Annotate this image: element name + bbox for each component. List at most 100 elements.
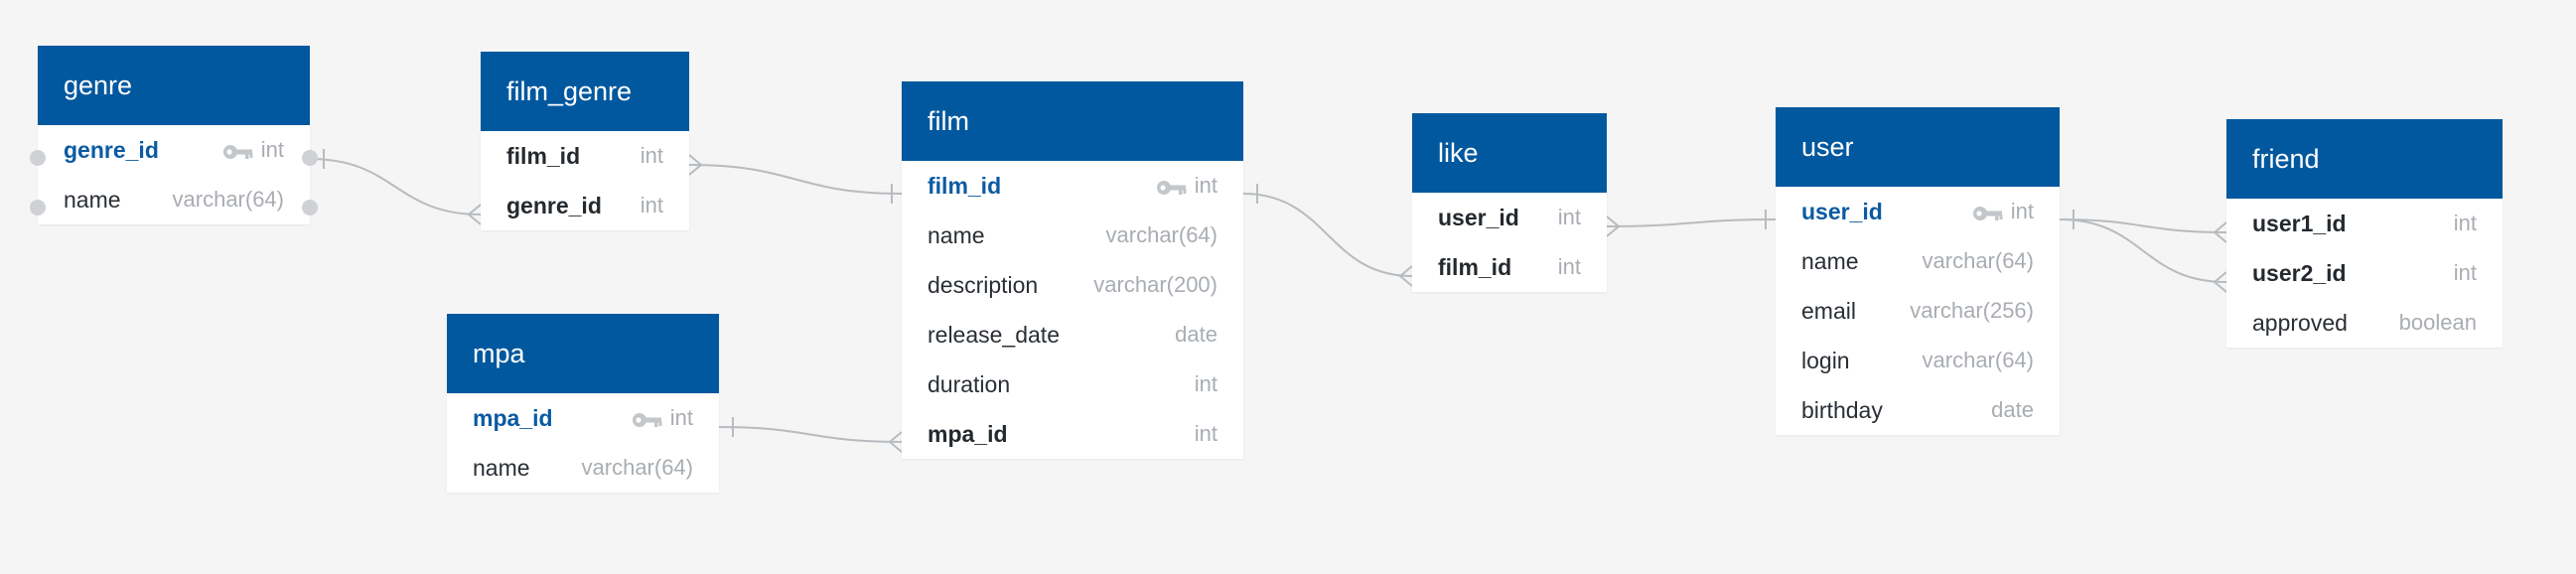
- field-type-wrap: int: [631, 405, 693, 431]
- field-type: date: [1991, 397, 2034, 422]
- field-type: int: [1557, 205, 1581, 229]
- field-type-wrap: varchar(64): [173, 187, 284, 213]
- field-row[interactable]: mpa_id int: [902, 409, 1243, 459]
- many-marker: [2213, 271, 2227, 293]
- relation-line: [718, 426, 903, 443]
- key-icon: [221, 141, 253, 159]
- field-row[interactable]: email varchar(256): [1776, 286, 2060, 336]
- field-type-wrap: int: [1971, 199, 2034, 224]
- field-name: film_id: [1438, 253, 1512, 280]
- field-name: user1_id: [2252, 210, 2347, 236]
- relation-line: [2059, 218, 2227, 233]
- table-header[interactable]: mpa: [447, 314, 719, 393]
- field-name: description: [928, 271, 1039, 298]
- field-name: mpa_id: [928, 420, 1008, 447]
- field-name: film_id: [506, 142, 581, 169]
- table-header[interactable]: friend: [2226, 119, 2503, 199]
- field-type-wrap: int: [1155, 173, 1217, 199]
- field-type-wrap: varchar(256): [1910, 298, 2034, 324]
- many-marker: [2213, 221, 2227, 243]
- field-name: approved: [2252, 309, 2348, 336]
- field-name: login: [1801, 347, 1850, 373]
- field-row[interactable]: user_id int: [1776, 187, 2060, 236]
- field-type: varchar(64): [1922, 348, 2034, 372]
- field-type-wrap: int: [1195, 371, 1217, 397]
- field-row[interactable]: user_id int: [1412, 193, 1607, 242]
- field-type-wrap: int: [2454, 211, 2477, 236]
- field-type-wrap: int: [2454, 260, 2477, 286]
- field-type: int: [1194, 371, 1217, 396]
- field-type: int: [640, 143, 663, 168]
- field-type-wrap: date: [1991, 397, 2034, 423]
- field-name: mpa_id: [473, 404, 553, 431]
- field-type: int: [260, 137, 284, 162]
- field-row[interactable]: name varchar(64): [902, 211, 1243, 260]
- relation-line: [1606, 218, 1777, 227]
- key-icon: [1971, 203, 2003, 220]
- many-marker: [1398, 265, 1413, 287]
- field-row[interactable]: duration int: [902, 359, 1243, 409]
- field-name: duration: [928, 370, 1011, 397]
- field-type-wrap: boolean: [2399, 310, 2477, 336]
- field-type: varchar(64): [1922, 248, 2034, 273]
- table-header[interactable]: genre: [38, 46, 310, 125]
- field-type-wrap: varchar(64): [1106, 222, 1217, 248]
- field-row[interactable]: mpa_id int: [447, 393, 719, 443]
- field-type-wrap: varchar(64): [582, 455, 693, 481]
- many-marker: [1606, 215, 1621, 237]
- field-name: email: [1801, 297, 1856, 324]
- endpoint-dot: [302, 150, 318, 166]
- field-row[interactable]: approved boolean: [2226, 298, 2503, 348]
- table-header[interactable]: like: [1412, 113, 1607, 193]
- table-header[interactable]: film: [902, 81, 1243, 161]
- field-name: name: [928, 221, 985, 248]
- endpoint-dot: [30, 150, 46, 166]
- field-type-wrap: varchar(200): [1093, 272, 1217, 298]
- many-marker: [888, 431, 903, 453]
- field-row[interactable]: user1_id int: [2226, 199, 2503, 248]
- many-marker: [467, 204, 482, 225]
- field-type-wrap: int: [641, 143, 663, 169]
- field-row[interactable]: login varchar(64): [1776, 336, 2060, 385]
- key-icon: [631, 409, 662, 427]
- field-row[interactable]: film_id int: [481, 131, 689, 181]
- relation-line: [309, 158, 482, 215]
- field-type-wrap: int: [221, 137, 284, 163]
- field-type: varchar(64): [581, 455, 693, 480]
- field-row[interactable]: film_id int: [902, 161, 1243, 211]
- field-name: name: [473, 454, 530, 481]
- field-type-wrap: int: [641, 193, 663, 218]
- field-row[interactable]: description varchar(200): [902, 260, 1243, 310]
- table-header[interactable]: film_genre: [481, 52, 689, 131]
- relation-line: [688, 164, 903, 195]
- field-row[interactable]: name varchar(64): [447, 443, 719, 493]
- field-name: film_id: [928, 172, 1002, 199]
- field-type: int: [1194, 421, 1217, 446]
- field-name: user_id: [1801, 198, 1883, 224]
- many-marker: [688, 154, 703, 176]
- field-type-wrap: varchar(64): [1923, 248, 2034, 274]
- endpoint-dot: [30, 200, 46, 215]
- field-type: int: [640, 193, 663, 217]
- field-type: int: [2453, 211, 2477, 235]
- field-name: user_id: [1438, 204, 1519, 230]
- field-type-wrap: date: [1175, 322, 1217, 348]
- table-header[interactable]: user: [1776, 107, 2060, 187]
- table-mpa[interactable]: mpa mpa_id int name varchar(64): [447, 314, 719, 493]
- endpoint-dot: [302, 200, 318, 215]
- field-type: int: [2453, 260, 2477, 285]
